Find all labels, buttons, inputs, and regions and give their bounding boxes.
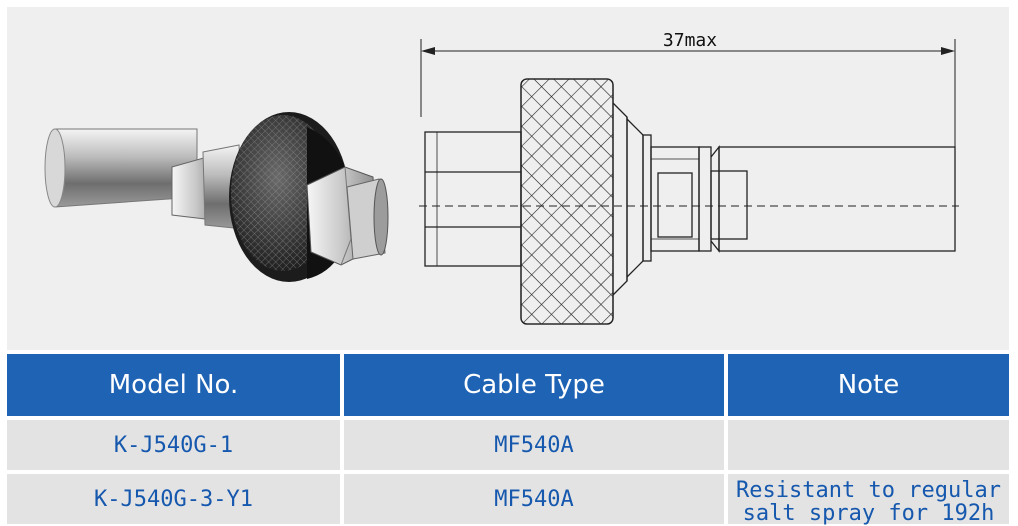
note-cell: Resistant to regular salt spray for 192h [728, 474, 1009, 525]
header-note: Note [728, 354, 1009, 416]
dimension-label: 37max [663, 30, 717, 51]
model-cell: K-J540G-3-Y1 [7, 474, 340, 524]
cable-cell: MF540A [344, 474, 724, 524]
note-cell [728, 420, 1009, 470]
model-cell: K-J540G-1 [7, 420, 340, 470]
spec-table: Model No. Cable Type Note K-J540G-1 MF54… [7, 354, 1009, 525]
connector-photo [44, 112, 389, 282]
table-row: K-J540G-3-Y1 MF540A Resistant to regular… [7, 474, 1009, 525]
header-model-no: Model No. [7, 354, 340, 416]
product-figure: 37max [7, 7, 1009, 350]
cable-cell: MF540A [344, 420, 724, 470]
technical-drawing [419, 39, 959, 325]
table-header-row: Model No. Cable Type Note [7, 354, 1009, 416]
table-row: K-J540G-1 MF540A [7, 420, 1009, 470]
header-cable-type: Cable Type [344, 354, 724, 416]
